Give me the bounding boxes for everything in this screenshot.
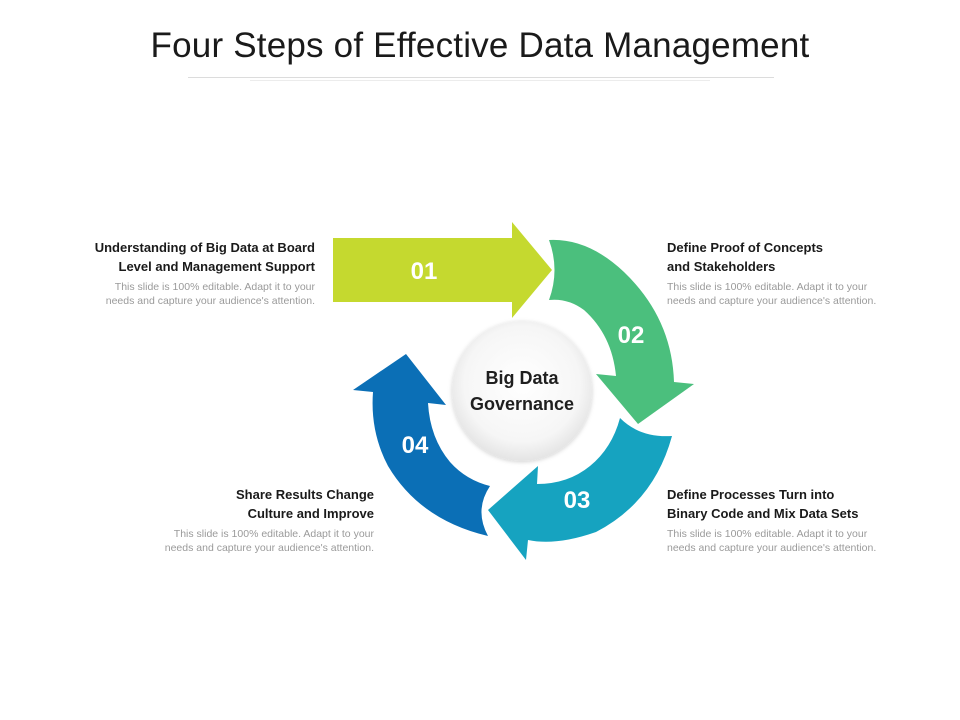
title-divider — [188, 77, 774, 78]
step-01-desc-line1: This slide is 100% editable. Adapt it to… — [114, 281, 315, 293]
step-04-desc-line1: This slide is 100% editable. Adapt it to… — [173, 528, 374, 540]
step-02-desc-line2: needs and capture your audience's attent… — [667, 295, 877, 307]
step-01-heading-line2: Level and Management Support — [118, 259, 315, 274]
center-hub — [452, 321, 592, 461]
step-01-number: 01 — [411, 258, 438, 285]
step-02-number: 02 — [618, 322, 645, 349]
center-label-line1: Big Data — [485, 368, 559, 388]
step-03-arrow — [488, 418, 672, 560]
step-04-heading-line2: Culture and Improve — [247, 506, 374, 521]
step-03-desc-line2: needs and capture your audience's attent… — [667, 542, 877, 554]
step-03-text: Define Processes Turn into Binary Code a… — [667, 485, 917, 555]
step-02-arrow — [549, 239, 694, 424]
step-03-desc-line1: This slide is 100% editable. Adapt it to… — [667, 528, 868, 540]
step-04-number: 04 — [402, 432, 429, 459]
step-03-number: 03 — [564, 487, 591, 514]
step-04-text: Share Results Change Culture and Improve… — [124, 485, 374, 555]
title-divider-secondary — [250, 80, 710, 81]
step-02-heading-line1: Define Proof of Concepts — [667, 240, 824, 255]
center-label-line2: Governance — [470, 394, 574, 414]
step-04-heading-line1: Share Results Change — [236, 487, 374, 502]
step-03-heading-line2: Binary Code and Mix Data Sets — [667, 506, 859, 521]
step-01-heading-line1: Understanding of Big Data at Board — [94, 240, 315, 255]
step-01-text: Understanding of Big Data at Board Level… — [65, 238, 315, 308]
step-02-desc-line1: This slide is 100% editable. Adapt it to… — [667, 281, 868, 293]
step-01-arrow — [333, 222, 552, 318]
step-04-desc-line2: needs and capture your audience's attent… — [164, 542, 374, 554]
step-03-heading-line1: Define Processes Turn into — [667, 487, 835, 502]
step-01-desc-line2: needs and capture your audience's attent… — [105, 295, 315, 307]
page-title: Four Steps of Effective Data Management — [150, 26, 810, 65]
step-02-text: Define Proof of Concepts and Stakeholder… — [667, 238, 917, 308]
step-02-heading-line2: and Stakeholders — [667, 259, 776, 274]
step-04-arrow — [353, 354, 490, 536]
